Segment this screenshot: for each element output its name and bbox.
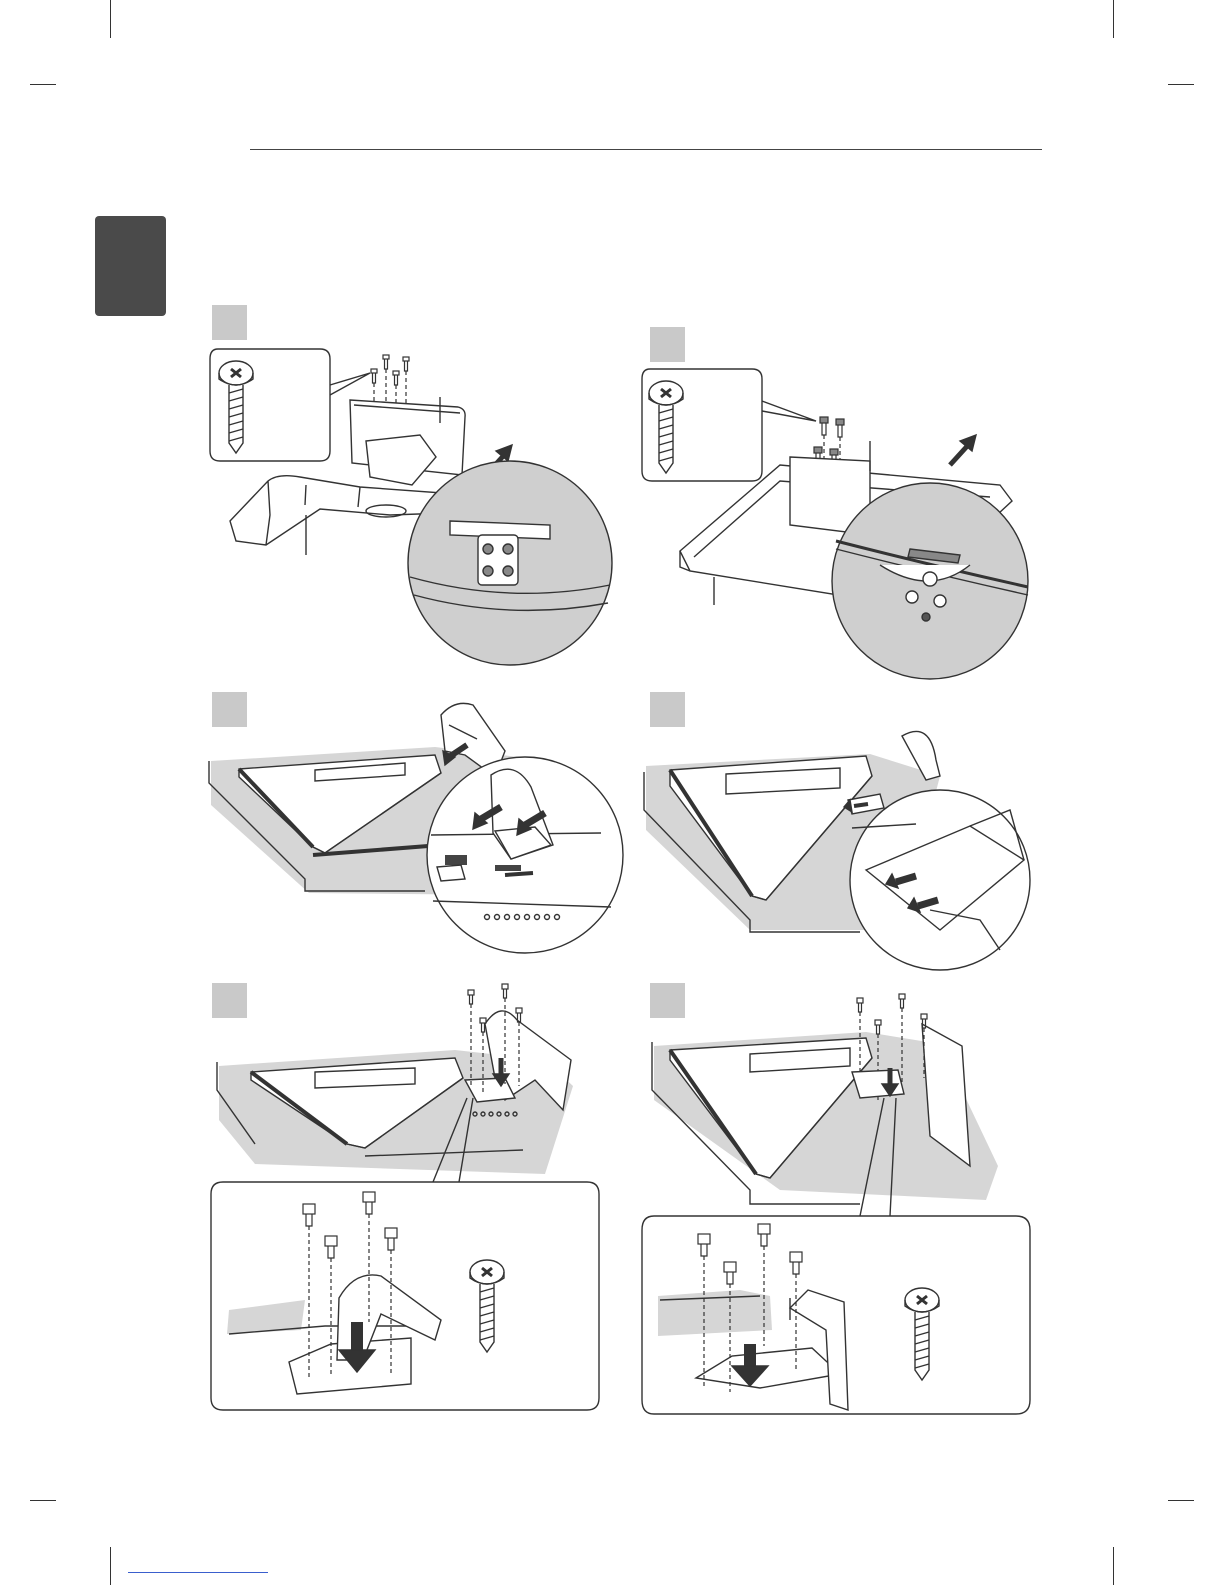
crop-mark [30, 1500, 56, 1501]
header-rule [250, 149, 1042, 150]
screw-callout [210, 349, 370, 461]
detail-callout [642, 1216, 1030, 1414]
step-4-illustration [640, 720, 1035, 970]
detail-magnifier [427, 757, 623, 953]
step-2-box [650, 327, 685, 362]
crop-mark [110, 1547, 111, 1585]
step-3-illustration [205, 695, 625, 945]
detail-magnifier [408, 461, 612, 665]
tv-on-table [652, 1024, 998, 1204]
crop-mark [1113, 1547, 1114, 1585]
detail-magnifier [850, 790, 1030, 970]
crop-mark [110, 0, 111, 38]
stand-body [350, 397, 465, 485]
up-arrow-icon [950, 435, 976, 465]
language-side-tab [95, 216, 166, 316]
step-6-illustration [640, 990, 1040, 1430]
crop-mark [1168, 1500, 1194, 1501]
footer-link-underline[interactable] [128, 1572, 268, 1573]
step-1-box [212, 305, 247, 340]
crop-mark [1168, 84, 1194, 85]
crop-mark [1113, 0, 1114, 38]
step-5-illustration [205, 980, 625, 1420]
detail-magnifier [832, 483, 1028, 679]
detail-callout [211, 1182, 599, 1410]
step-1-illustration [210, 345, 620, 665]
step-2-illustration [640, 365, 1050, 670]
crop-mark [30, 84, 56, 85]
